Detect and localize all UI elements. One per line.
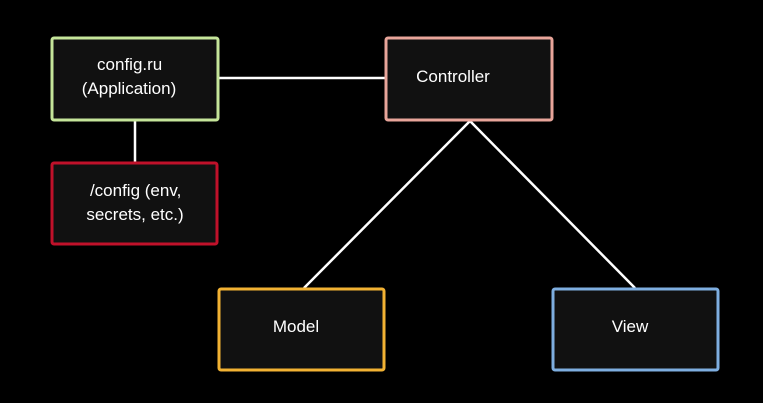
node-model-box xyxy=(217,287,386,372)
node-controller-box xyxy=(384,36,554,122)
node-model: Model xyxy=(217,287,386,372)
svg-text:View: View xyxy=(612,317,649,336)
connector-controller-model xyxy=(303,120,471,289)
svg-text:Controller: Controller xyxy=(416,67,490,86)
node-application-line-2: (Application) xyxy=(82,79,177,98)
connector-controller-view xyxy=(469,120,636,289)
node-controller-label: Controller xyxy=(416,67,490,86)
svg-text:config.ru (Application): config.ru (Application) xyxy=(82,55,177,98)
node-model-label: Model xyxy=(273,317,319,336)
svg-text:/config (env, secrets, e: /config (env, secrets, etc.) xyxy=(86,181,186,224)
node-config-line-1: /config (env, xyxy=(90,181,181,200)
node-application-line-1: config.ru xyxy=(97,55,162,74)
node-view-box xyxy=(551,287,720,372)
node-config-box xyxy=(50,161,219,246)
node-application-box xyxy=(50,36,220,122)
node-config-line-2: secrets, etc.) xyxy=(86,205,183,224)
node-config: /config (env, secrets, etc.) xyxy=(50,161,219,246)
node-controller: Controller xyxy=(384,36,554,122)
node-view: View xyxy=(551,287,720,372)
node-application: config.ru (Application) xyxy=(50,36,220,122)
svg-text:Model: Model xyxy=(273,317,319,336)
node-view-label: View xyxy=(612,317,649,336)
